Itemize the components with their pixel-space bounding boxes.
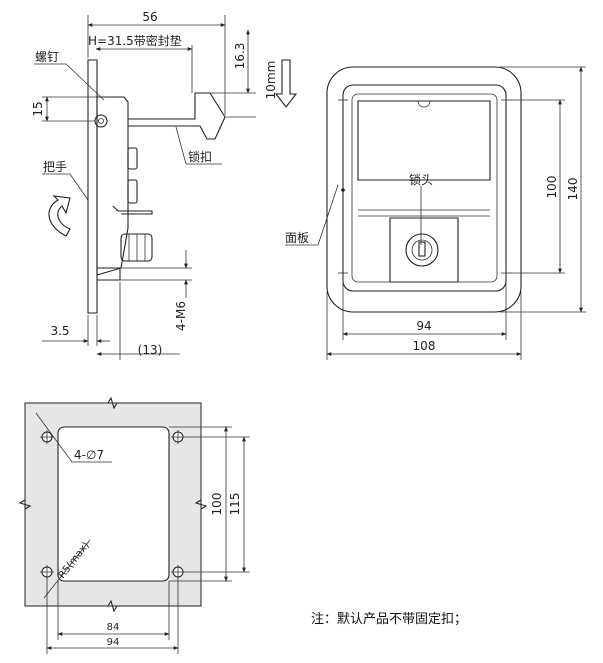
side-view: 56 H=31.5带密封垫 16.3 10mm 15 4-M6 3.5 (13) xyxy=(31,10,298,360)
front-dim-width-inner: 94 xyxy=(416,319,431,333)
label-screw: 螺钉 xyxy=(35,50,59,64)
cutout-holes xyxy=(40,430,185,579)
dim-travel: 10mm xyxy=(264,61,278,100)
cutout-dim-width-outer: 94 xyxy=(107,637,120,648)
dim-height-top: 16.3 xyxy=(233,43,247,70)
front-panel-outer xyxy=(326,66,522,313)
mount-points-front xyxy=(338,95,511,278)
front-panel-recess xyxy=(342,84,507,292)
lock-housing xyxy=(389,217,459,283)
handle-knob-lower xyxy=(127,179,138,204)
lock-cylinder-side xyxy=(120,233,153,262)
front-dim-height-inner: 100 xyxy=(545,176,559,199)
dim-thickness: 3.5 xyxy=(50,324,69,338)
product-note: 注：默认产品不带固定扣； xyxy=(311,612,468,627)
cutout-view: 4-∅7 R5(max) 100 115 84 94 xyxy=(18,396,250,654)
cutout-window xyxy=(57,426,170,582)
cutout-label-holes: 4-∅7 xyxy=(74,448,104,462)
handle-knob-upper xyxy=(127,147,138,170)
label-latch: 锁扣 xyxy=(188,149,212,164)
dim-thread: 4-M6 xyxy=(174,301,188,331)
label-lock: 锁头 xyxy=(409,172,433,187)
cutout-dim-height-outer: 115 xyxy=(228,493,242,516)
label-handle: 把手 xyxy=(43,160,67,174)
side-body xyxy=(96,96,129,276)
front-paddle xyxy=(357,100,491,181)
label-panel: 面板 xyxy=(285,231,309,245)
dim-left-15: 15 xyxy=(31,101,45,116)
dim-overall-width: 56 xyxy=(142,10,157,24)
cutout-dim-height-inner: 100 xyxy=(210,493,224,516)
side-plate xyxy=(87,59,98,314)
front-dim-width-outer: 108 xyxy=(413,339,436,353)
dim-gasket-height: H=31.5带密封垫 xyxy=(88,33,182,48)
down-arrow-icon xyxy=(274,59,298,108)
dim-bolt-length: (13) xyxy=(138,343,163,357)
rotate-arrow-icon xyxy=(48,195,71,237)
front-dim-height-outer: 140 xyxy=(566,178,580,201)
cutout-dim-width-inner: 84 xyxy=(107,622,120,633)
front-view: 锁头 面板 94 108 100 140 xyxy=(285,66,586,360)
lock-cylinder-front xyxy=(405,233,439,267)
latch-arm xyxy=(128,92,226,140)
